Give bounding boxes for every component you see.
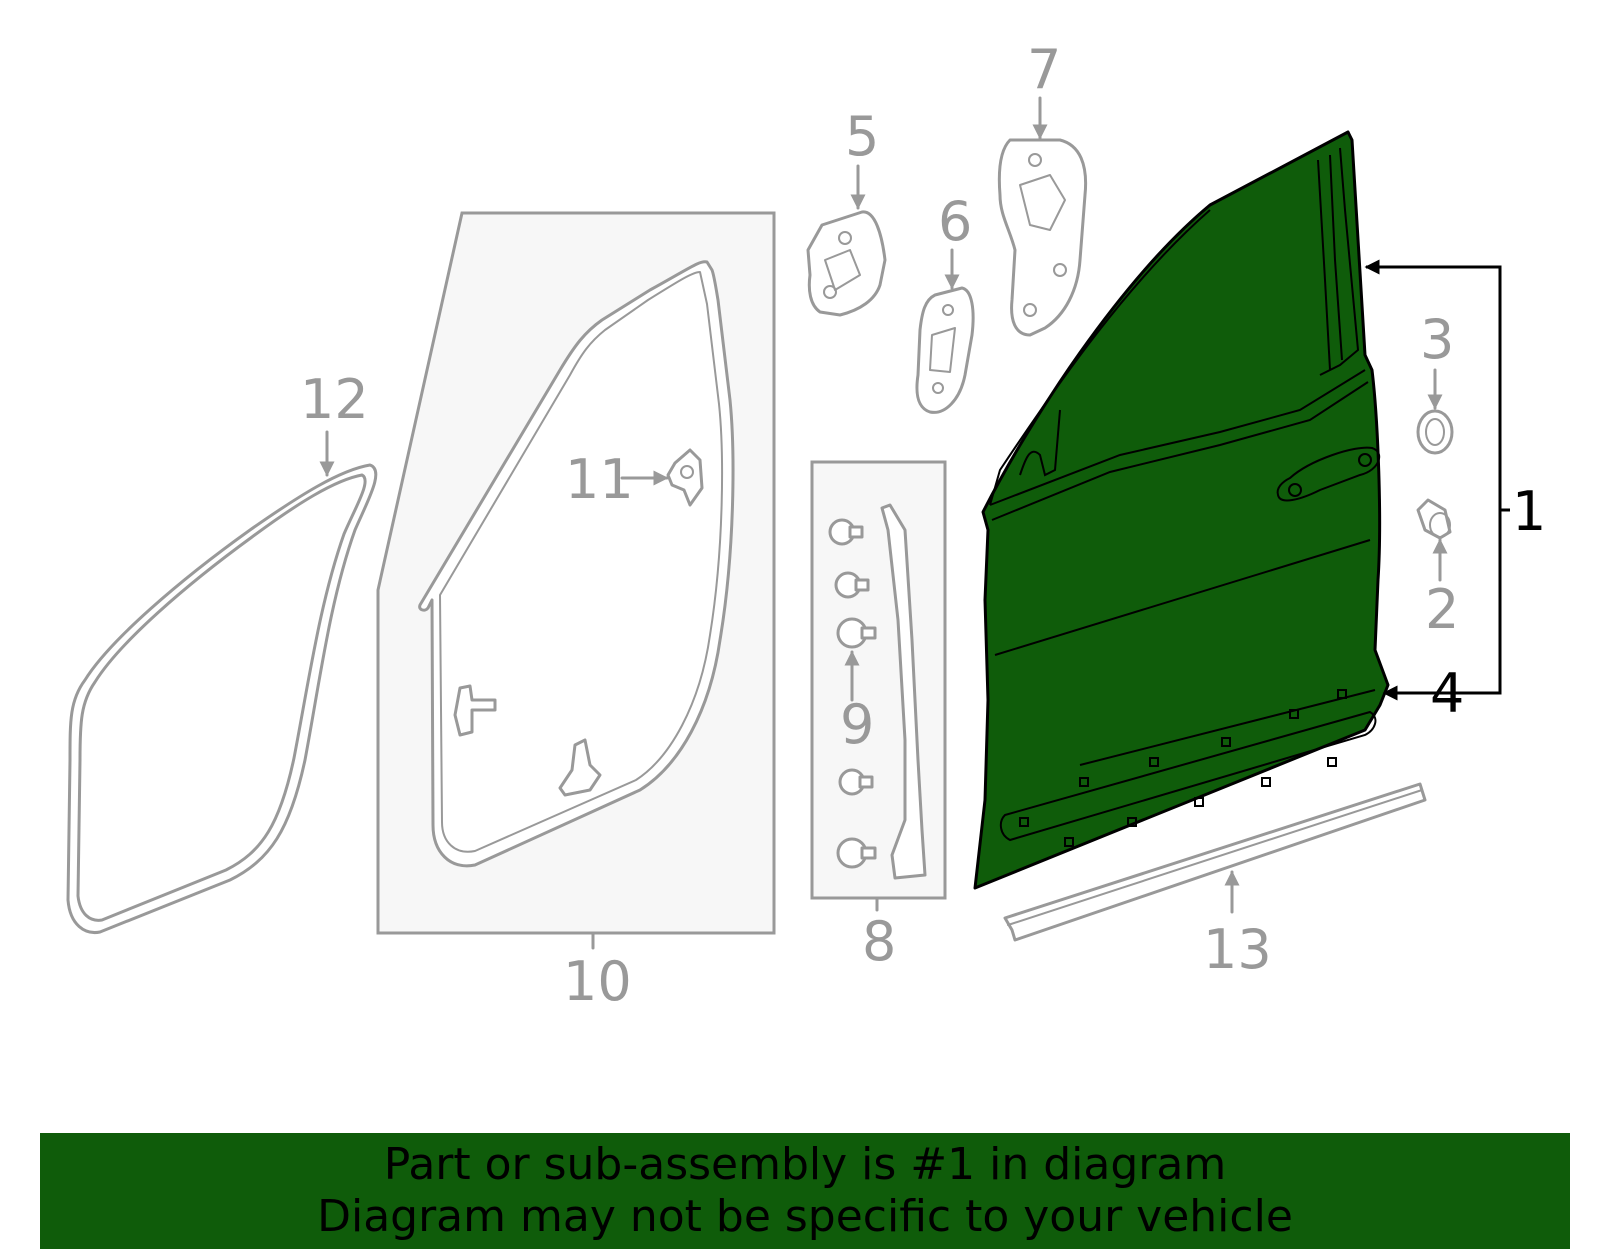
part-9-clip-5 (836, 837, 877, 869)
part-11-clip (666, 448, 704, 507)
part-12-weatherstrip (66, 463, 378, 935)
part-5-hinge (806, 210, 887, 317)
callout-9: 9 (840, 693, 874, 756)
part-9-clip-3 (836, 617, 877, 649)
part-10-clip-left (453, 684, 497, 737)
part-13-sill-molding (1003, 782, 1427, 942)
callout-2: 2 (1425, 578, 1459, 641)
callout-6: 6 (938, 190, 972, 253)
callout-3: 3 (1420, 308, 1454, 371)
banner-line-2: Diagram may not be specific to your vehi… (317, 1191, 1293, 1242)
part-10-clip-bottom (558, 738, 602, 797)
part-10-group-box (376, 211, 776, 935)
callout-8: 8 (862, 910, 896, 973)
callout-10: 10 (563, 950, 632, 1013)
part-7-hinge-plate (997, 138, 1088, 337)
callout-12: 12 (300, 368, 369, 431)
part-8-group-box (810, 460, 947, 900)
callout-13: 13 (1203, 918, 1272, 981)
info-banner: Part or sub-assembly is #1 in diagram Di… (40, 1133, 1570, 1249)
part-6-hinge (915, 286, 975, 414)
part-1-door-shell (973, 130, 1390, 890)
part-3-bumper (1416, 409, 1454, 455)
callout-1: 1 (1512, 480, 1546, 543)
part-9-clip-4 (838, 768, 874, 796)
part-9-clip-2 (834, 571, 870, 599)
callout-5: 5 (845, 105, 879, 168)
callout-7: 7 (1027, 38, 1061, 101)
part-9-clip-1 (828, 518, 864, 546)
banner-line-1: Part or sub-assembly is #1 in diagram (383, 1139, 1227, 1190)
part-2-bumper (1416, 498, 1452, 540)
callout-4: 4 (1430, 662, 1464, 725)
